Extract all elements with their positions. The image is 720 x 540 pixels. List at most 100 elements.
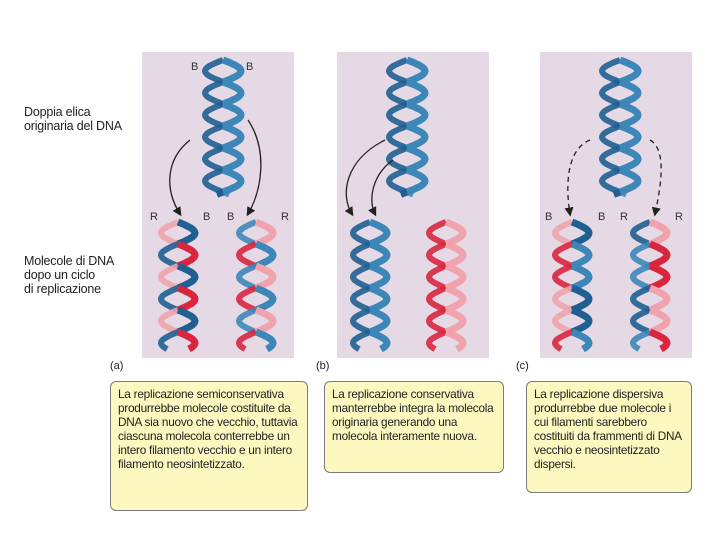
result-helix-b1-strand-segment [368,262,391,292]
result-helix-b2-strand-segment [425,241,448,269]
result-helix-a1-strand-segment [176,240,199,270]
original-helix-b-strand-segment [399,188,409,198]
result-helix-a1-strand-segment [176,218,199,248]
result-helix-c1-strand-segment [551,329,574,352]
result-helix-a2-strand-segment [254,306,277,336]
result-helix-c1-strand-segment [570,306,593,336]
original-helix-a-strand-segment [201,167,225,195]
result-helix-c2 [629,218,671,353]
result-helix-a2-strand-segment [235,285,258,313]
original-helix-a-strand-segment [221,56,245,86]
caption-semiconservative: La replicazione semiconservativa produrr… [110,381,308,511]
arrow-a-right [246,119,262,217]
result-helix-c1-strand-segment [570,262,593,292]
result-helix-c1 [551,218,593,353]
result-helix-b2-strand-segment [444,262,467,292]
result-helix-a2-strand-segment [254,240,277,270]
arrow-a-left [169,139,191,217]
result-helix-a2-strand-segment [235,219,258,247]
result-helix-c2-strand-segment [648,306,671,336]
result-helix-c1-strand-segment [551,241,574,269]
result-helix-b2-strand-segment [425,329,448,352]
result-helix-c2-strand-segment [648,328,671,353]
result-helix-c1-strand-segment [551,263,574,291]
original-helix-b-strand-segment [385,167,409,195]
result-helix-a2-strand-segment [235,307,258,335]
result-helix-b2-strand-segment [425,219,448,247]
strand-letter-c1-right: B [598,211,606,223]
original-helix-c [598,56,642,198]
result-helix-c2-strand-segment [648,240,671,270]
panel-letter-c: (c) [516,360,529,372]
original-helix-b-strand-segment [385,57,409,85]
result-helix-a1 [157,218,199,353]
result-helix-c1-strand-segment [551,307,574,335]
original-helix-b-strand-segment [405,122,429,152]
original-helix-c-strand-segment [618,100,642,130]
original-helix-b [385,56,429,198]
original-helix-a [201,56,245,198]
result-helix-b1-strand-segment [349,219,372,247]
strand-letter-a1-right: B [203,211,211,223]
result-helix-a2-strand-segment [254,328,277,353]
original-helix-b-strand-segment [405,166,429,196]
original-helix-a-strand-segment [201,79,225,107]
result-helix-b1-strand-segment [368,218,391,248]
result-helix-c1-strand-segment [570,218,593,248]
original-helix-c-strand-segment [598,79,622,107]
original-helix-a-strand-segment [201,101,225,129]
panel-letter-b: (b) [316,360,330,372]
result-helix-b1-strand-segment [368,328,391,353]
original-helix-c-strand-segment [618,144,642,174]
result-helix-a2-strand-segment [254,262,277,292]
original-helix-a-strand-segment [215,188,225,198]
result-helix-c1-strand-segment [570,240,593,270]
result-helix-c1-strand-segment [570,328,593,353]
result-helix-b2-strand-segment [444,284,467,314]
original-helix-c-strand-segment [618,166,642,196]
result-helix-a1-strand-segment [157,307,180,335]
result-helix-b1-strand-segment [349,285,372,313]
result-helix-b1-strand-segment [368,240,391,270]
original-helix-a-strand-segment [201,57,225,85]
result-helix-b2-strand-segment [425,285,448,313]
result-helix-c2-strand-segment [648,262,671,292]
result-helix-a2 [235,218,277,353]
original-helix-b-strand-segment [385,101,409,129]
arrow-b-inner [368,159,394,217]
panel-letter-a: (a) [110,360,124,372]
original-helix-c-strand-segment [618,56,642,86]
result-helix-a2-strand-segment [254,284,277,314]
result-helix-c2-strand-segment [648,218,671,248]
strand-letter-top-a-left: B [191,61,199,73]
result-helix-c2-strand-segment [629,329,652,352]
result-helix-b1-strand-segment [368,306,391,336]
result-helix-b1-strand-segment [349,307,372,335]
result-helix-b2-strand-segment [444,306,467,336]
result-helix-a1-strand-segment [176,306,199,336]
original-helix-c-strand-segment [598,123,622,151]
original-helix-c-strand-segment [598,101,622,129]
result-helix-b1-strand-segment [349,329,372,352]
result-helix-a2-strand-segment [254,218,277,248]
strand-letter-c1-left: B [545,211,553,223]
result-helix-c2-strand-segment [648,284,671,314]
original-helix-a-strand-segment [221,166,245,196]
original-helix-a-strand-segment [221,78,245,108]
original-helix-c-strand-segment [618,78,642,108]
result-helix-b2-strand-segment [425,307,448,335]
strand-letter-c2-left: R [620,211,628,223]
original-helix-b-strand-segment [405,56,429,86]
original-helix-c-strand-segment [618,122,642,152]
result-helix-c2-strand-segment [629,241,652,269]
result-helix-a1-strand-segment [157,241,180,269]
result-helix-c2-strand-segment [629,263,652,291]
original-helix-b-strand-segment [385,123,409,151]
result-helix-a2-strand-segment [235,263,258,291]
original-helix-a-strand-segment [221,144,245,174]
original-helix-b-strand-segment [405,144,429,174]
strand-letter-a1-left: R [150,211,158,223]
result-helix-b1 [349,218,391,353]
original-helix-b-strand-segment [385,145,409,173]
result-helix-b2 [425,218,467,353]
